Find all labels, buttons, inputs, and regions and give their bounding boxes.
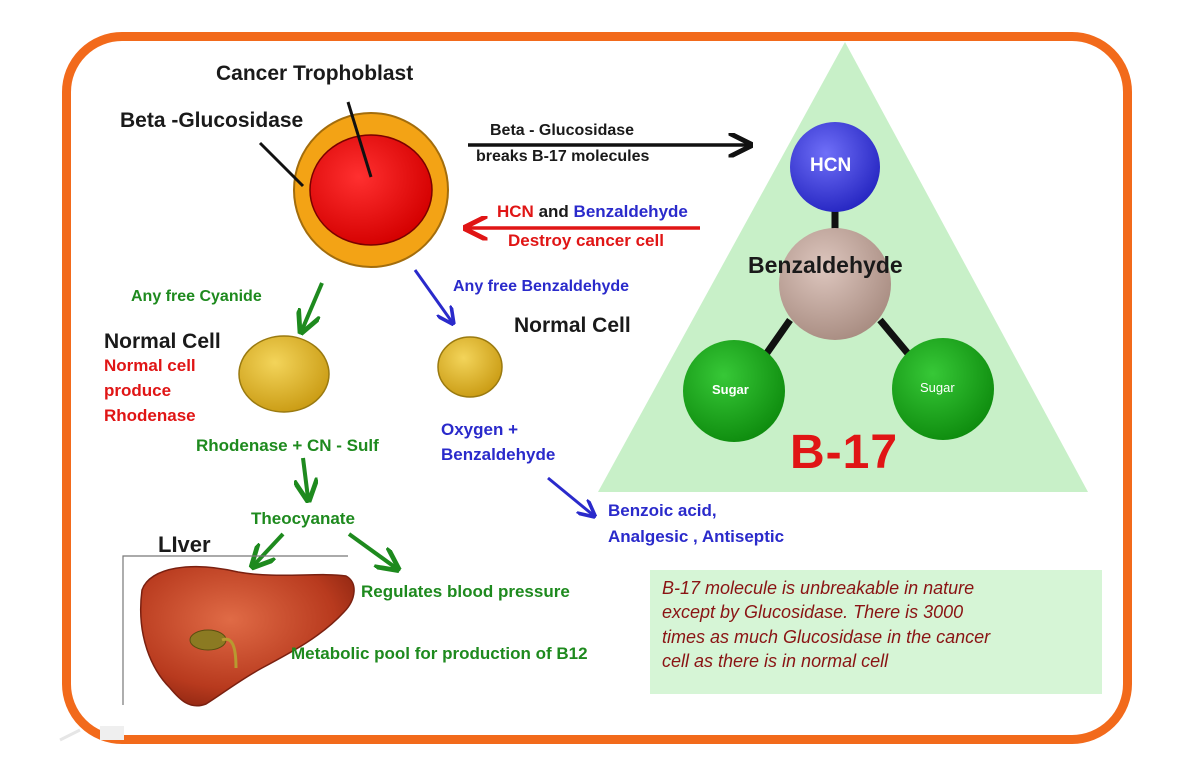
oxygen-label-line1: Oxygen +: [441, 420, 519, 439]
theocyanate-label: Theocyanate: [251, 509, 355, 528]
normal-cell-right-label: Normal Cell: [514, 314, 631, 337]
pointer-cancer-trophoblast: [346, 101, 373, 178]
b17-title: B-17: [790, 426, 899, 479]
arrow-free-benzaldehyde: [413, 269, 452, 322]
benzaldehyde-atom-label: Benzaldehyde: [748, 252, 903, 278]
sugar-left-label: Sugar: [712, 382, 749, 397]
benzaldehyde-atom: [779, 228, 891, 340]
arrow-to-theocyanate: [303, 457, 308, 498]
pointer-beta-glucosidase: [258, 141, 305, 188]
destroy-cancer-label: Destroy cancer cell: [508, 231, 664, 250]
hcn-benzaldehyde-label: HCN and Benzaldehyde: [497, 202, 688, 222]
bile-duct: [221, 637, 238, 669]
note-line: times as much Glucosidase in the cancer: [662, 626, 991, 647]
benzoic-acid-label-line2: Analgesic , Antiseptic: [608, 527, 785, 546]
free-cyanide-label: Any free Cyanide: [131, 288, 262, 305]
sugar-right-atom: [892, 338, 994, 440]
hcn-atom-label: HCN: [810, 155, 852, 176]
hcn-atom: [790, 122, 880, 212]
arrow-free-cyanide: [302, 282, 324, 330]
cancer-trophoblast-label: Cancer Trophoblast: [216, 62, 414, 85]
normal-cell-left: [238, 335, 330, 413]
faint-mark: [100, 726, 124, 740]
arrow-to-liver: [254, 532, 285, 565]
benzoic-acid-label-line1: Benzoic acid,: [608, 501, 717, 520]
normal-cell-right: [437, 336, 503, 398]
sugar-left-atom: [683, 340, 785, 442]
b17-note-box: B-17 molecule is unbreakable in nature e…: [650, 570, 1102, 694]
glucosidase-arrow-label-line2: breaks B-17 molecules: [476, 148, 650, 165]
cancer-cell-nucleus: [309, 134, 433, 246]
liver-image: [140, 565, 355, 707]
note-line: B-17 molecule is unbreakable in nature: [662, 578, 975, 598]
produce-label-line3: Rhodenase: [104, 406, 196, 425]
beta-glucosidase-label: Beta -Glucosidase: [120, 109, 304, 132]
faint-mark: [59, 728, 81, 742]
note-line: except by Glucosidase. There is 3000: [662, 602, 964, 623]
sugar-right-label: Sugar: [920, 380, 955, 395]
produce-label-line2: produce: [104, 381, 172, 400]
b12-label: Metabolic pool for production of B12: [291, 644, 588, 663]
note-line: cell as there is in normal cell: [662, 651, 889, 672]
gallbladder: [189, 629, 227, 651]
arrow-to-blood-pressure: [347, 532, 396, 568]
produce-label-line1: Normal cell: [104, 356, 196, 375]
oxygen-label-line2: Benzaldehyde: [441, 445, 556, 464]
blood-pressure-label: Regulates blood pressure: [361, 582, 570, 601]
liver-label: LIver: [158, 532, 211, 557]
liver-frame: [122, 555, 348, 705]
benzaldehyde-word: Benzaldehyde: [573, 202, 688, 221]
arrow-to-benzoic-acid: [547, 476, 593, 515]
glucosidase-arrow-label-line1: Beta - Glucosidase: [490, 122, 635, 139]
rhodenase-label: Rhodenase + CN - Sulf: [196, 436, 379, 455]
and-word: and: [538, 202, 569, 221]
normal-cell-left-label: Normal Cell: [104, 330, 221, 353]
hcn-word: HCN: [497, 202, 534, 221]
free-benzaldehyde-label: Any free Benzaldehyde: [453, 278, 630, 295]
